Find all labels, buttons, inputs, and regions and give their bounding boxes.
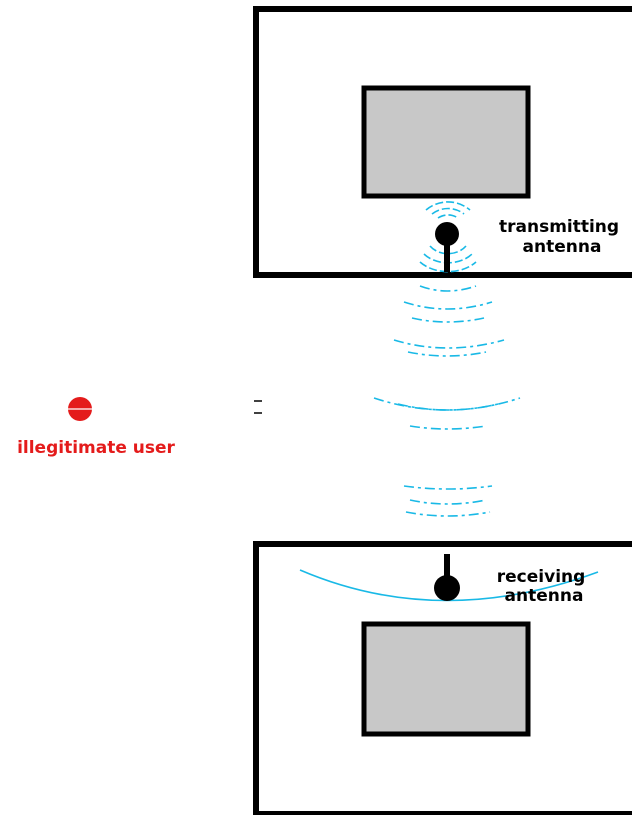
interception-marks [254, 400, 262, 414]
illegitimate-user-label: illegitimate user [17, 438, 175, 458]
illegitimate-user-icon [67, 397, 93, 421]
receiving-antenna-icon [434, 554, 460, 601]
transmitting-label-line1: transmitting [499, 217, 619, 237]
receiving-label-line1: receiving [497, 567, 586, 587]
transmitter-room [253, 6, 632, 278]
transmitter-device [361, 85, 531, 199]
transmitting-label-line2: antenna [523, 237, 602, 257]
receiver-room [253, 541, 632, 815]
propagating-waves [373, 285, 521, 517]
receiving-antenna-label: receiving antenna [497, 567, 591, 606]
transmitting-antenna-label: transmitting antenna [499, 217, 625, 257]
transmitting-antenna-icon [435, 222, 459, 272]
receiving-label-line2: antenna [505, 586, 584, 606]
receiver-device [361, 621, 531, 737]
